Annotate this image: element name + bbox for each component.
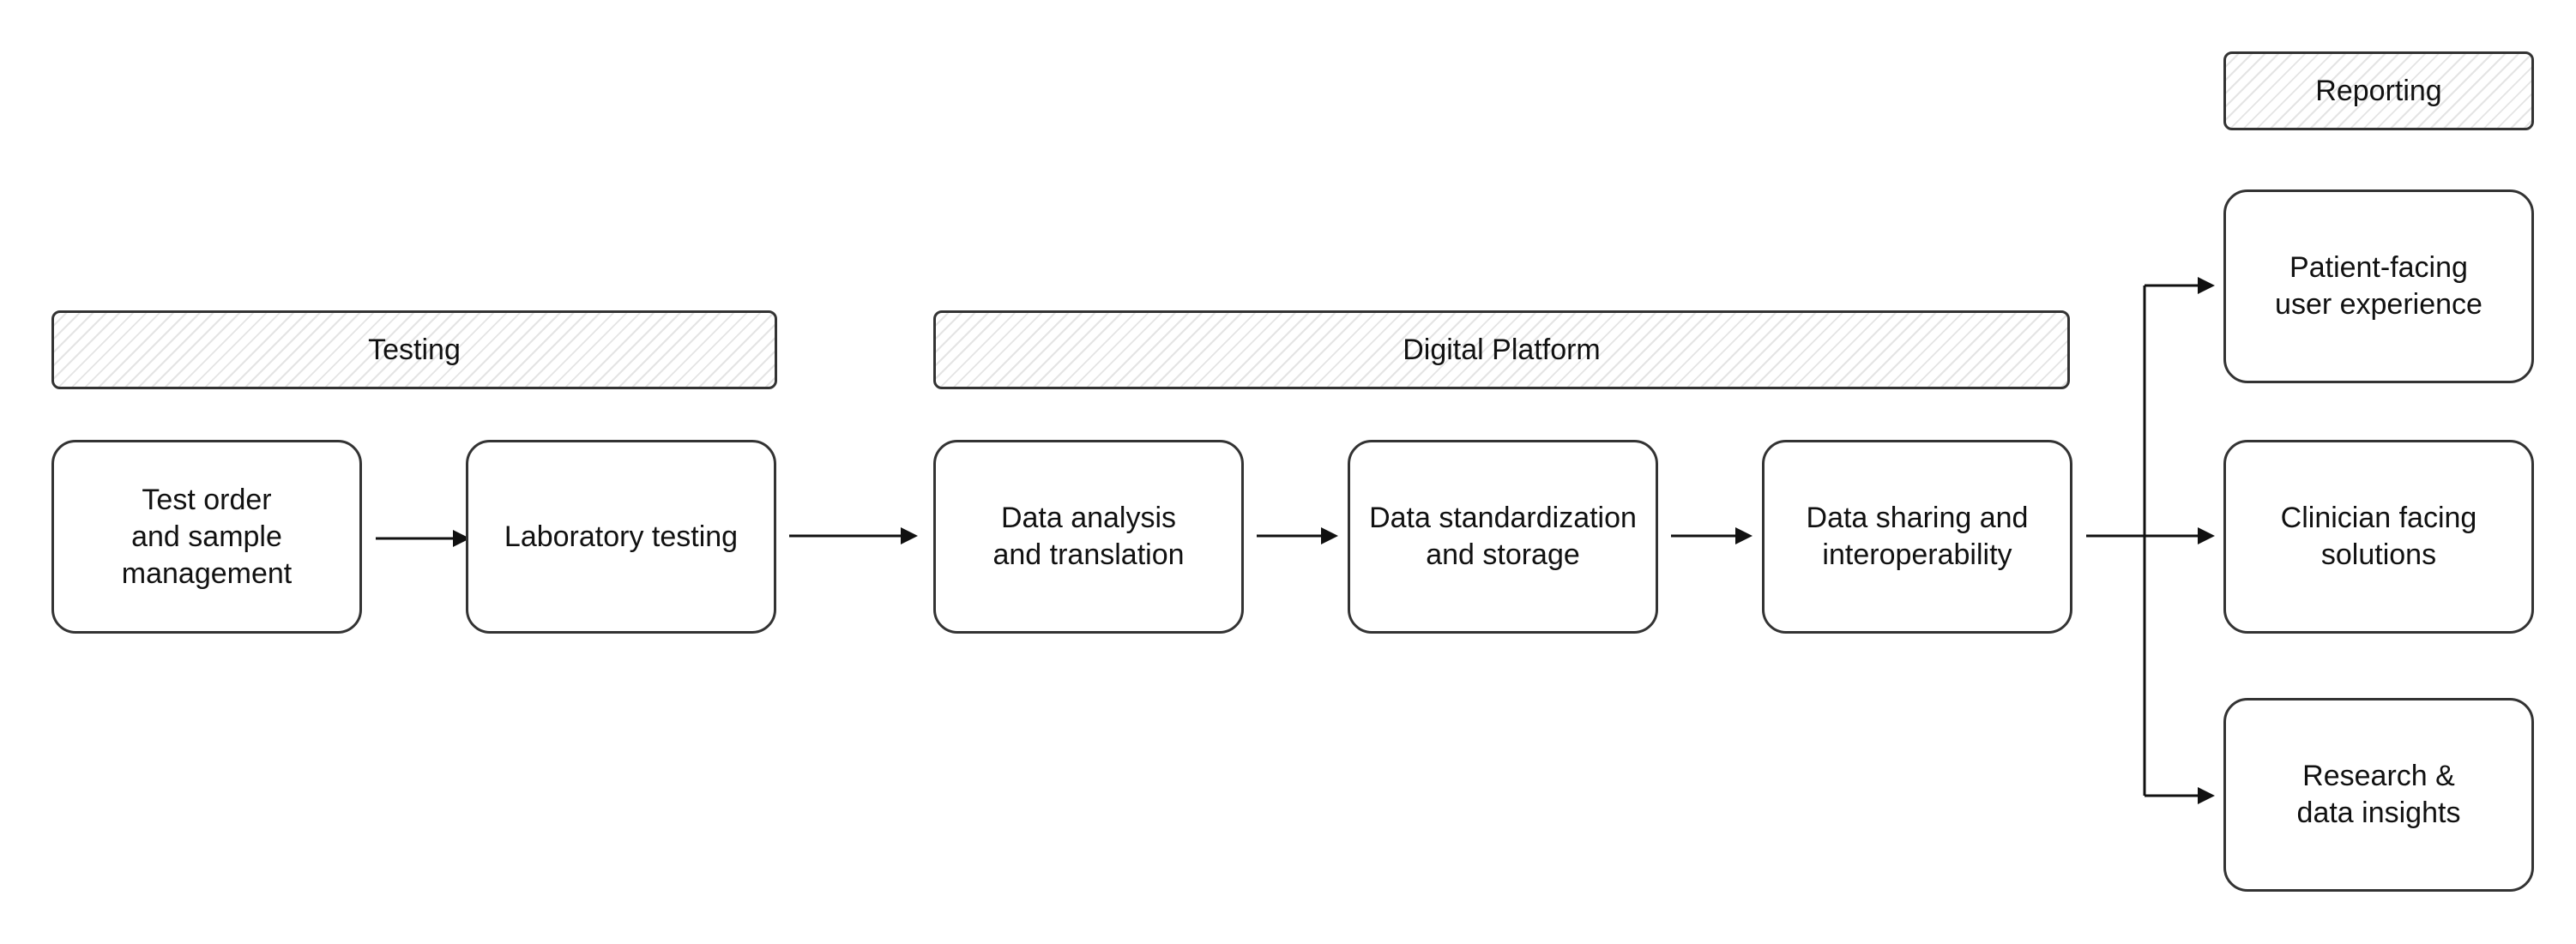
node-data-sharing: Data sharing and interoperability — [1762, 440, 2072, 634]
node-clinician-facing: Clinician facing solutions — [2223, 440, 2534, 634]
node-laboratory-testing-label: Laboratory testing — [504, 520, 739, 553]
node-research-label: Research & data insights — [2296, 760, 2461, 829]
group-reporting: Reporting — [2223, 51, 2534, 130]
group-digital-platform: Digital Platform — [933, 310, 2070, 389]
node-laboratory-testing: Laboratory testing — [466, 440, 776, 634]
node-data-standardization: Data standardization and storage — [1348, 440, 1658, 634]
node-patient-facing: Patient-facing user experience — [2223, 189, 2534, 383]
arrowhead-icon — [901, 527, 918, 544]
node-clinician-facing-label: Clinician facing solutions — [2280, 502, 2477, 571]
group-digital-platform-label: Digital Platform — [1403, 333, 1601, 366]
arrowhead-icon — [1735, 527, 1753, 544]
node-research: Research & data insights — [2223, 698, 2534, 892]
node-data-standardization-label: Data standardization and storage — [1369, 502, 1637, 571]
node-test-order-label: Test order and sample management — [121, 483, 293, 590]
arrowhead-icon — [2198, 277, 2215, 294]
arrowhead-icon — [2198, 787, 2215, 804]
node-data-analysis-label: Data analysis and translation — [992, 502, 1185, 571]
node-data-sharing-label: Data sharing and interoperability — [1806, 502, 2029, 571]
node-test-order: Test order and sample management — [51, 440, 362, 634]
arrowhead-icon — [1321, 527, 1338, 544]
arrowhead-icon — [453, 530, 470, 547]
group-reporting-label: Reporting — [2315, 74, 2442, 107]
group-testing: Testing — [51, 310, 777, 389]
group-testing-label: Testing — [368, 333, 461, 366]
arrowhead-icon — [2198, 527, 2215, 544]
node-data-analysis: Data analysis and translation — [933, 440, 1244, 634]
node-patient-facing-label: Patient-facing user experience — [2275, 251, 2482, 321]
